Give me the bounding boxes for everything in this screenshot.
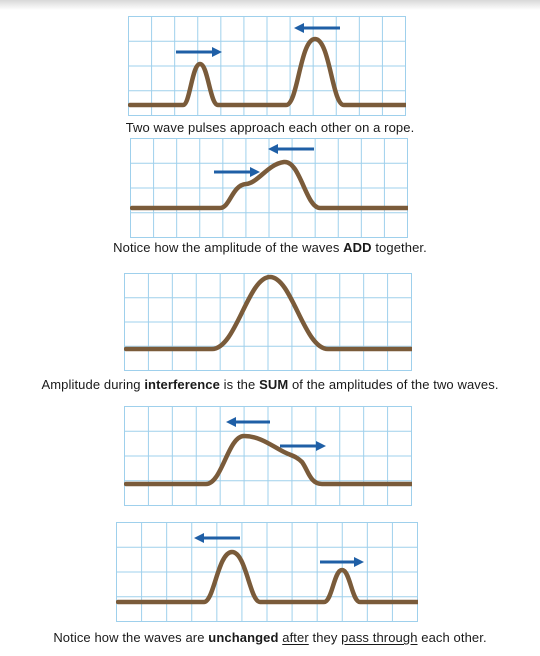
arrow-right-icon	[280, 441, 326, 451]
grid	[124, 273, 412, 371]
grid	[124, 406, 412, 506]
caption-1: Two wave pulses approach each other on a…	[0, 120, 540, 135]
top-shadow	[0, 0, 540, 10]
panel-stage-5-svg	[116, 522, 418, 622]
caption-3-pre: Amplitude during	[41, 377, 145, 392]
rope	[128, 36, 406, 108]
arrow-right-icon	[214, 167, 260, 177]
grid	[128, 16, 406, 116]
grid	[130, 138, 408, 238]
caption-5-underline-2: pass through	[341, 630, 418, 645]
arrow-left-icon	[294, 23, 340, 33]
caption-2: Notice how the amplitude of the waves AD…	[0, 240, 540, 255]
caption-5-underline-1: after	[282, 630, 309, 645]
panel-stage-1	[128, 16, 406, 116]
rope	[116, 549, 418, 605]
arrow-right-icon	[176, 47, 222, 57]
caption-5-post: each other.	[417, 630, 487, 645]
caption-2-pre: Notice how the amplitude of the waves	[113, 240, 344, 255]
caption-3-post: of the amplitudes of the two waves.	[288, 377, 499, 392]
caption-5-bold: unchanged	[208, 630, 279, 645]
rope	[124, 274, 412, 352]
arrow-right-icon	[320, 557, 364, 567]
rope	[124, 433, 412, 487]
caption-3: Amplitude during interference is the SUM…	[0, 377, 540, 392]
panel-stage-3-svg	[124, 273, 412, 371]
caption-2-post: together.	[371, 240, 427, 255]
caption-2-bold: ADD	[343, 240, 372, 255]
caption-1-text: Two wave pulses approach each other on a…	[125, 120, 415, 135]
panel-stage-4	[124, 406, 412, 506]
caption-5: Notice how the waves are unchanged after…	[0, 630, 540, 645]
panel-stage-1-svg	[128, 16, 406, 116]
panel-stage-4-svg	[124, 406, 412, 506]
panel-stage-2-svg	[130, 138, 408, 238]
caption-5-space-2: they	[308, 630, 342, 645]
panel-stage-5	[116, 522, 418, 622]
rope	[130, 159, 408, 211]
arrow-left-icon	[226, 417, 270, 427]
arrow-left-icon	[194, 533, 240, 543]
panel-stage-2	[130, 138, 408, 238]
caption-5-pre: Notice how the waves are	[53, 630, 209, 645]
grid	[116, 522, 418, 622]
panel-stage-3	[124, 273, 412, 371]
caption-3-mid: is the	[219, 377, 260, 392]
arrow-left-icon	[268, 144, 314, 154]
caption-3-bold-2: SUM	[259, 377, 289, 392]
caption-3-bold-1: interference	[144, 377, 220, 392]
